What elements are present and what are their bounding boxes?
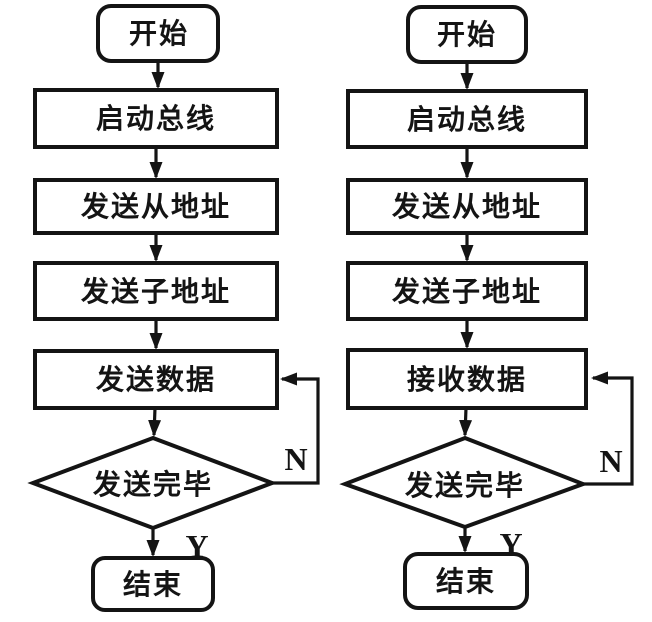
process-box-step4 xyxy=(33,349,279,410)
process-label-step1: 启动总线 xyxy=(96,103,216,134)
edge-step4-to-decision xyxy=(148,407,162,437)
decision-diamond xyxy=(339,435,589,530)
process-box-step3 xyxy=(33,261,279,321)
end-terminal-label: 结束 xyxy=(123,569,183,600)
process-label-step3: 发送子地址 xyxy=(80,275,231,307)
process-label-step2: 发送从地址 xyxy=(80,190,231,222)
branch-label-no: N xyxy=(284,441,307,477)
process-box-step3 xyxy=(346,261,588,321)
flowchart-receive-routine: N Y 开始 启动总线 发送从地址 发送子地址 接收数据 发送完毕 结束 xyxy=(339,5,634,610)
start-terminal xyxy=(406,5,528,64)
start-terminal-label: 开始 xyxy=(437,19,497,50)
decision-diamond xyxy=(27,435,278,531)
process-box-step2 xyxy=(33,178,279,235)
process-label-step2: 发送从地址 xyxy=(391,190,542,222)
end-terminal xyxy=(403,552,529,610)
process-label-step3: 发送子地址 xyxy=(391,275,542,307)
loop-edge-no-branch xyxy=(583,371,634,486)
flowchart-send-routine: N Y 开始 启动总线 发送从地址 发送子地址 发送数据 发送完毕 结束 xyxy=(27,4,320,612)
process-label-step4: 发送数据 xyxy=(95,363,216,395)
branch-label-yes: Y xyxy=(185,528,208,564)
process-label-step4: 接收数据 xyxy=(407,364,527,395)
end-terminal xyxy=(91,556,215,612)
process-box-step4 xyxy=(346,348,588,410)
process-box-step2 xyxy=(346,178,588,235)
branch-label-no: N xyxy=(599,443,622,479)
process-box-step1 xyxy=(346,89,588,149)
end-terminal-label: 结束 xyxy=(436,566,496,597)
start-terminal-label: 开始 xyxy=(129,18,189,49)
process-box-step1 xyxy=(33,88,279,149)
decision-label: 发送完毕 xyxy=(92,468,213,500)
loop-edge-no-branch xyxy=(272,372,320,485)
process-label-step1: 启动总线 xyxy=(407,104,527,135)
edge-step4-to-decision xyxy=(459,407,473,437)
start-terminal xyxy=(96,4,220,63)
decision-label: 发送完毕 xyxy=(404,469,525,501)
